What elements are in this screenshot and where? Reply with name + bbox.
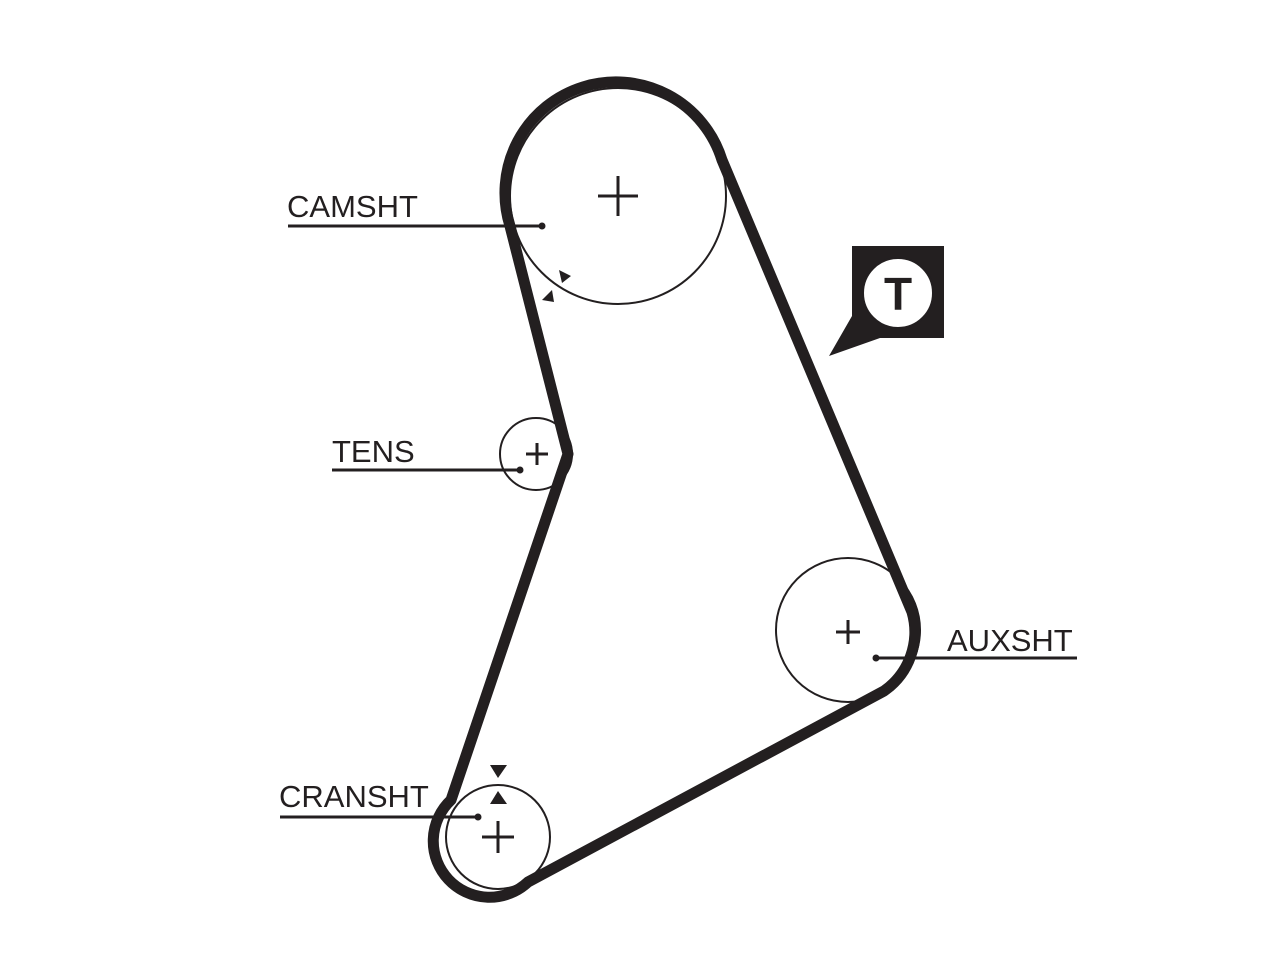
auxshaft-center-mark [836, 620, 860, 644]
tensioner-leader [332, 466, 524, 474]
camshaft-timing-mark [542, 270, 571, 302]
crankshaft-timing-mark [490, 765, 507, 804]
auxshaft-leader [872, 654, 1077, 662]
camshaft-label: CAMSHT [287, 189, 418, 224]
tension-badge-letter: T [884, 268, 912, 320]
tensioner-label: TENS [332, 434, 415, 469]
auxshaft-label: AUXSHT [947, 623, 1073, 658]
crankshaft-label: CRANSHT [279, 779, 429, 814]
tensioner-center-mark [526, 443, 548, 465]
camshaft-center-mark [598, 176, 638, 216]
timing-belt [427, 76, 921, 903]
crankshaft-leader [280, 813, 482, 821]
crankshaft-center-mark [482, 821, 514, 853]
tension-badge: T [829, 246, 944, 356]
camshaft-leader [288, 222, 546, 230]
